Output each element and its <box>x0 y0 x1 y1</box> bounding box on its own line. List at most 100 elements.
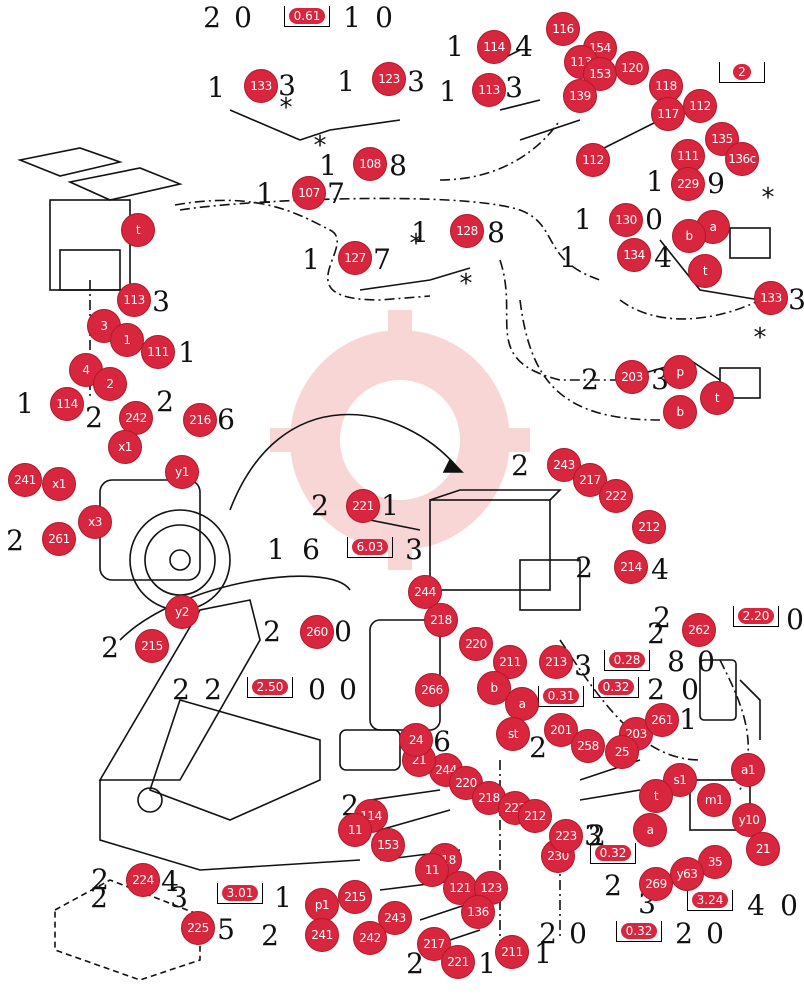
part-callout[interactable]: 21 <box>746 832 780 866</box>
part-callout[interactable]: 220 <box>459 627 493 661</box>
part-callout[interactable]: 212 <box>632 510 666 544</box>
part-callout[interactable]: 201 <box>544 713 578 747</box>
part-callout[interactable]: 241 <box>305 918 339 952</box>
part-callout[interactable]: 114 <box>50 387 84 421</box>
part-callout[interactable]: 153 <box>371 828 405 862</box>
page-reference-box[interactable]: 2 <box>719 62 765 83</box>
part-callout[interactable]: y2 <box>165 595 199 629</box>
page-reference-box[interactable]: 6.03 <box>347 537 393 558</box>
part-callout[interactable]: 222 <box>599 479 633 513</box>
page-reference-box[interactable]: 0.32 <box>593 677 639 698</box>
reference-digit: 2 <box>91 863 109 896</box>
part-callout[interactable]: 123 <box>372 62 406 96</box>
part-callout[interactable]: 215 <box>338 880 372 914</box>
part-callout[interactable]: a <box>633 813 667 847</box>
reference-digit: 3 <box>152 285 170 318</box>
part-callout[interactable]: 136 <box>461 895 495 929</box>
part-callout[interactable]: a <box>505 687 539 721</box>
part-callout[interactable]: 111 <box>671 139 705 173</box>
part-callout[interactable]: x1 <box>42 467 76 501</box>
part-callout[interactable]: y1 <box>165 455 199 489</box>
part-callout[interactable]: t <box>121 213 155 247</box>
part-callout[interactable]: 203 <box>615 360 649 394</box>
part-callout[interactable]: 111 <box>141 335 175 369</box>
part-callout[interactable]: m1 <box>697 783 731 817</box>
part-callout[interactable]: t <box>700 381 734 415</box>
part-callout[interactable]: p1 <box>305 888 339 922</box>
reference-digit: 0 <box>645 203 663 236</box>
part-callout[interactable]: 113 <box>117 283 151 317</box>
part-callout[interactable]: 25 <box>605 735 639 769</box>
part-callout[interactable]: 241 <box>8 463 42 497</box>
part-callout[interactable]: 123 <box>474 871 508 905</box>
part-callout[interactable]: t <box>639 779 673 813</box>
part-callout[interactable]: 221 <box>441 945 475 979</box>
part-callout[interactable]: 261 <box>645 703 679 737</box>
part-callout[interactable]: 116 <box>546 12 580 46</box>
part-callout[interactable]: 128 <box>450 214 484 248</box>
part-callout[interactable]: b <box>672 219 706 253</box>
part-callout[interactable]: 223 <box>549 819 583 853</box>
part-callout[interactable]: 130 <box>609 203 643 237</box>
part-callout[interactable]: 262 <box>682 613 716 647</box>
page-reference-box[interactable]: 0.28 <box>604 650 650 671</box>
page-reference-box[interactable]: 3.24 <box>687 890 733 911</box>
part-callout[interactable]: 224 <box>126 863 160 897</box>
part-callout[interactable]: 133 <box>244 69 278 103</box>
part-callout[interactable]: 218 <box>424 603 458 637</box>
part-callout[interactable]: 108 <box>353 147 387 181</box>
part-callout[interactable]: 211 <box>495 935 529 969</box>
part-callout[interactable]: 212 <box>518 799 552 833</box>
page-reference-box[interactable]: 2.20 <box>733 606 779 627</box>
part-callout[interactable]: 134 <box>617 238 651 272</box>
part-callout[interactable]: 2 <box>93 367 127 401</box>
part-callout[interactable]: 113 <box>472 73 506 107</box>
part-callout[interactable]: x3 <box>78 505 112 539</box>
part-callout[interactable]: 213 <box>539 645 573 679</box>
part-callout[interactable]: 35 <box>698 845 732 879</box>
part-callout[interactable]: t <box>688 254 722 288</box>
part-callout[interactable]: 214 <box>614 550 648 584</box>
part-callout[interactable]: 120 <box>615 51 649 85</box>
part-callout[interactable]: 112 <box>576 143 610 177</box>
part-callout[interactable]: 127 <box>338 241 372 275</box>
part-callout[interactable]: 229 <box>671 167 705 201</box>
reference-digit: 2 <box>85 401 103 434</box>
part-callout[interactable]: 133 <box>754 281 788 315</box>
page-reference-box[interactable]: 3.01 <box>217 883 263 904</box>
part-callout[interactable]: 139 <box>563 79 597 113</box>
part-callout[interactable]: 112 <box>683 89 717 123</box>
part-callout[interactable]: 117 <box>651 97 685 131</box>
part-callout[interactable]: x1 <box>108 430 142 464</box>
part-callout[interactable]: y63 <box>670 857 704 891</box>
part-callout[interactable]: 266 <box>415 673 449 707</box>
part-callout[interactable]: 221 <box>346 489 380 523</box>
part-callout[interactable]: 261 <box>42 522 76 556</box>
part-callout[interactable]: y10 <box>732 803 766 837</box>
part-callout[interactable]: b <box>663 395 697 429</box>
page-reference-box[interactable]: 0.32 <box>590 843 636 864</box>
part-callout[interactable]: 11 <box>338 813 372 847</box>
part-callout[interactable]: 242 <box>353 921 387 955</box>
part-callout[interactable]: 244 <box>408 575 442 609</box>
reference-digit: 1 <box>381 489 399 522</box>
part-callout[interactable]: 258 <box>571 729 605 763</box>
part-callout[interactable]: st <box>496 717 530 751</box>
part-callout[interactable]: 260 <box>300 615 334 649</box>
part-callout[interactable]: 269 <box>639 867 673 901</box>
part-callout[interactable]: p <box>663 355 697 389</box>
part-callout[interactable]: 24 <box>399 723 433 757</box>
page-reference-box[interactable]: 2.50 <box>247 677 293 698</box>
part-callout[interactable]: 107 <box>292 176 326 210</box>
part-callout[interactable]: 114 <box>477 30 511 64</box>
part-callout[interactable]: 216 <box>183 403 217 437</box>
part-callout[interactable]: 1 <box>110 323 144 357</box>
page-reference-box[interactable]: 0.31 <box>538 686 584 707</box>
page-reference-box[interactable]: 0.32 <box>616 921 662 942</box>
page-reference-box[interactable]: 0.61 <box>284 6 330 27</box>
part-callout[interactable]: 136c <box>725 142 759 176</box>
reference-digit: 2 <box>311 489 329 522</box>
part-callout[interactable]: a1 <box>731 753 765 787</box>
part-callout[interactable]: 225 <box>181 911 215 945</box>
part-callout[interactable]: 215 <box>135 629 169 663</box>
